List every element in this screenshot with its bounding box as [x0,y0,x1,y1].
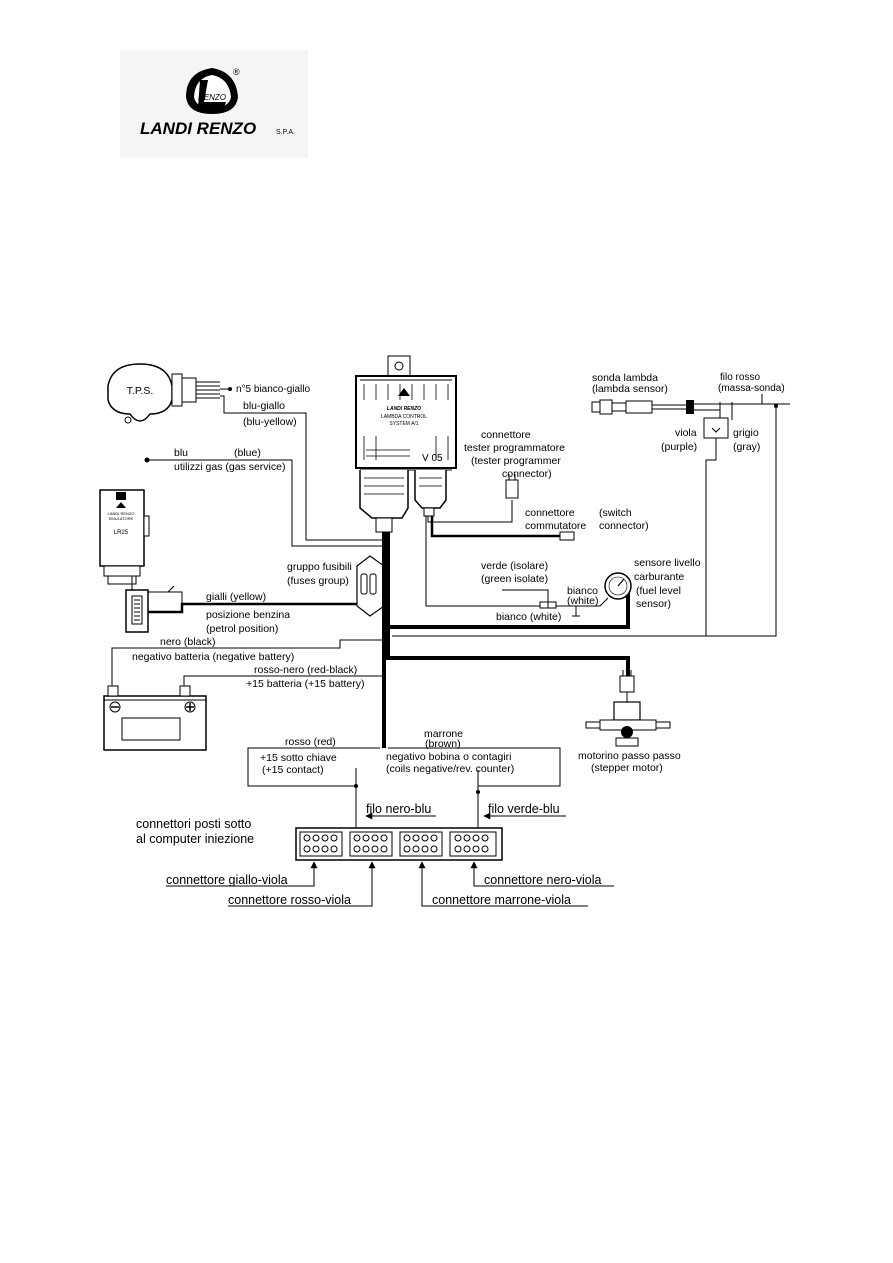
label-neg-batt: negativo batteria (negative battery) [132,651,294,663]
label-switch-2: connector) [599,520,649,532]
ecu-line2: SYSTEM A/1 [389,421,418,427]
label-grigio: grigio [733,427,759,439]
label-blu-giallo: blu-giallo [243,400,285,412]
label-filo-rosso-2: (massa-sonda) [718,383,785,394]
label-commutatore-1: connettore [525,507,575,519]
label-bianco-white: bianco (white) [496,611,561,623]
connector-block-3 [399,831,443,857]
label-conn-nero-viola: connettore nero-viola [484,873,601,887]
label-coils: (coils negative/rev. counter) [386,763,514,775]
ecu-version: V 05 [422,453,443,464]
label-blue: (blue) [234,447,261,459]
injection-connectors [295,827,503,861]
emulator-badge-icon [116,502,126,508]
label-rosso-red: rosso (red) [285,736,336,748]
label-sonda-1: sonda lambda [592,372,658,384]
label-tester-1: connettore [481,429,531,441]
label-purple: (purple) [661,441,697,453]
logo-wordmark: LANDI RENZO [140,119,256,138]
tps-sensor: T.P.S. [107,363,220,424]
label-posizione-2: (petrol position) [206,623,278,635]
label-filo-nero-blu: filo nero-blu [366,802,431,816]
label-gray: (gray) [733,441,760,453]
label-livello-2: carburante [634,571,684,583]
label-brown: (brown) [425,738,461,750]
switch-connector [559,531,575,541]
stepper-motor [585,670,671,747]
label-filo-verde-blu: filo verde-blu [488,802,560,816]
label-connettori-1: connettori posti sotto [136,817,251,831]
label-connettori-2: al computer iniezione [136,832,254,846]
label-livello-1: sensore livello [634,557,701,569]
label-gialli: gialli (yellow) [206,591,266,603]
label-livello-3: (fuel level [636,585,681,597]
label-contact: (+15 contact) [262,764,324,776]
label-n5: n°5 bianco-giallo [236,384,310,395]
label-viola: viola [675,427,697,439]
label-neg-bobina: negativo bobina o contagiri [386,751,512,763]
connector-block-1 [299,831,343,857]
label-motorino-2: (stepper motor) [591,762,663,774]
label-verde-2: (green isolate) [481,573,548,585]
tester-connector [505,474,519,499]
emulator-line1: EMULATORE [109,516,134,521]
label-blu-yellow: (blu-yellow) [243,416,297,428]
connector-block-4 [449,831,497,857]
label-sonda-2: (lambda sensor) [592,383,668,395]
label-switch-1: (switch [599,507,632,519]
lambda-sensor [591,399,790,415]
emulator-brand: LANDI RENZO [108,511,135,516]
ecu-brand: LANDI RENZO [387,406,421,412]
label-fusibili-2: (fuses group) [287,575,349,587]
landi-renzo-logo: RENZO ® LANDI RENZO S.P.A. [120,50,308,158]
logo-registered: ® [233,67,240,77]
label-posizione-1: posizione benzina [206,609,290,621]
label-tester-4: connector) [502,468,552,480]
label-bianco-2: (white) [567,595,599,607]
label-commutatore-2: commutatore [525,520,586,532]
label-sotto-chiave: +15 sotto chiave [260,752,337,764]
logo-monogram: RENZO [198,93,226,102]
emulator-model: LR25 [114,530,129,536]
label-filo-rosso-1: filo rosso [720,372,760,383]
label-marrone: marrone [424,728,463,740]
label-tester-2: tester programmatore [464,442,565,454]
label-nero: nero (black) [160,636,215,648]
ecu-lambda-control: LANDI RENZO LAMBDA CONTROL SYSTEM A/1 V … [355,355,457,533]
logo-suffix: S.P.A. [276,129,295,136]
label-conn-marrone-viola: connettore marrone-viola [432,893,571,907]
label-rosso-nero: rosso-nero (red-black) [254,664,357,676]
label-conn-rosso-viola: connettore rosso-viola [228,893,351,907]
tps-label: T.P.S. [127,385,154,397]
emulator-lr25: LANDI RENZO EMULATORE LR25 [99,489,150,633]
ecu-badge-icon [398,388,410,396]
label-conn-giallo-viola: connettore giallo-viola [166,873,288,887]
ecu-line1: LAMBDA CONTROL [381,414,427,420]
label-livello-4: sensor) [636,598,671,610]
fuses-group [356,555,385,617]
label-utilizzi-gas: utilizzi gas (gas service) [174,461,285,473]
label-bianco-1: bianco [567,585,598,597]
label-tester-3: (tester programmer [471,455,561,467]
label-blu: blu [174,447,188,459]
connector-block-2 [349,831,393,857]
label-motorino-1: motorino passo passo [578,750,681,762]
label-fusibili-1: gruppo fusibili [287,561,352,573]
battery [103,685,207,751]
fuel-level-gauge [604,572,632,600]
label-pos-batt: +15 batteria (+15 battery) [246,678,365,690]
label-verde-1: verde (isolare) [481,560,548,572]
